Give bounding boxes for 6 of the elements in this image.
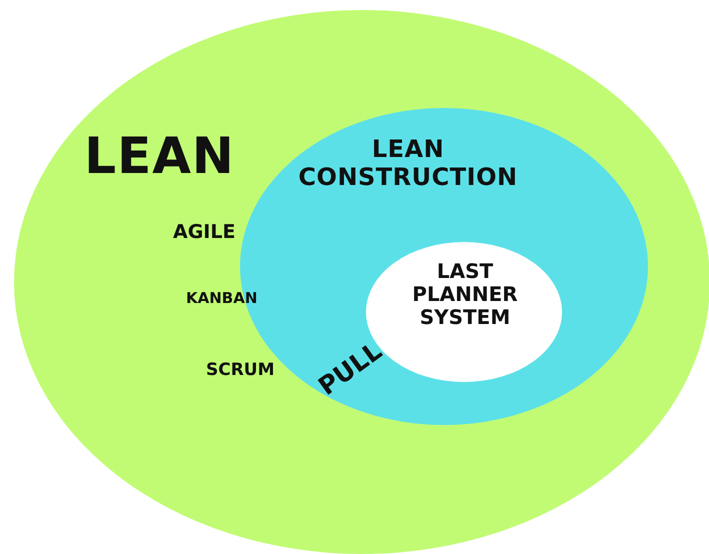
- method-label: KANBAN: [186, 289, 258, 307]
- method-label: SCRUM: [206, 360, 275, 380]
- circle-heading: LEAN: [83, 128, 236, 186]
- circle-heading: LAST PLANNER SYSTEM: [411, 260, 519, 329]
- circle-heading: LEAN CONSTRUCTION: [297, 136, 519, 192]
- method-label: AGILE: [173, 221, 236, 243]
